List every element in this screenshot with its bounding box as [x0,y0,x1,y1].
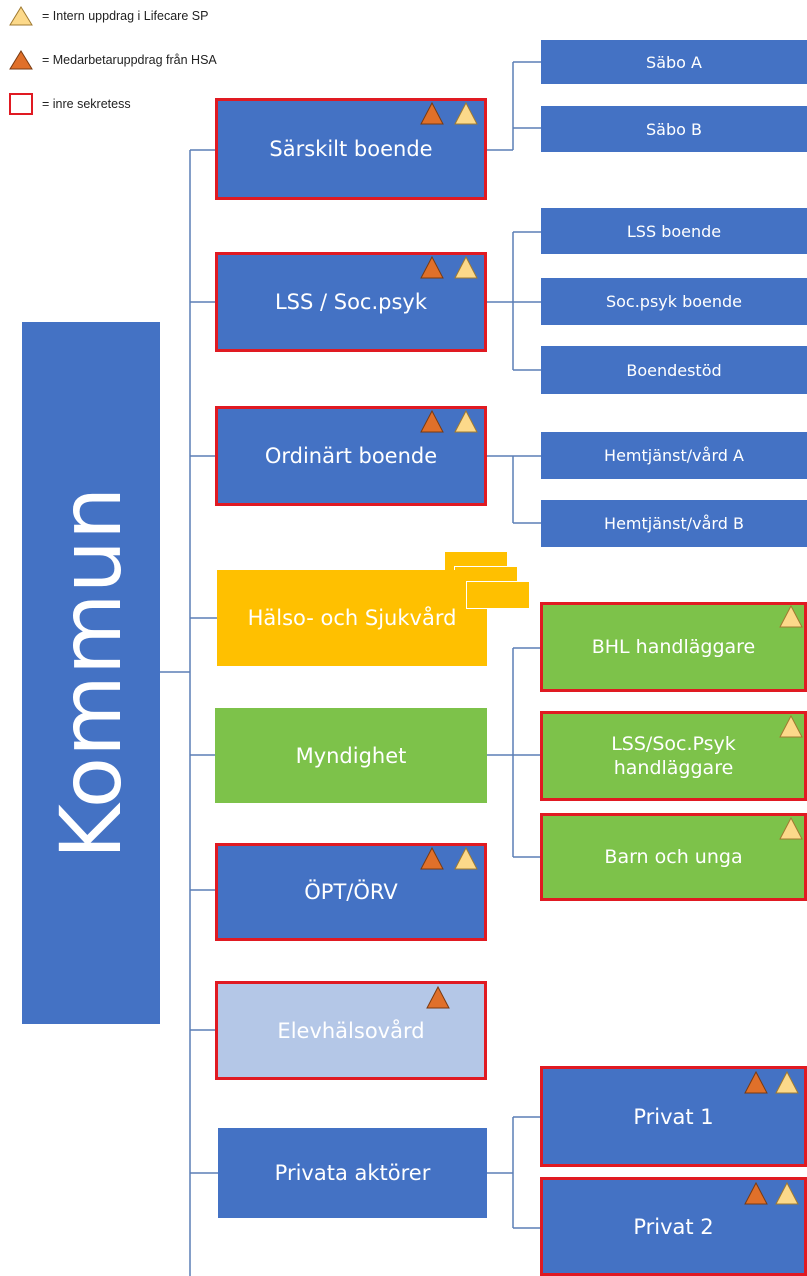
bhl-handlaggare-label: BHL handläggare [591,636,756,658]
sabo-a-label: Säbo A [646,52,702,72]
elevhalsovard-label: Elevhälsovård [277,1018,425,1043]
document-stack-icon-front [466,581,530,609]
medarbetar-triangle-icon [426,985,450,1009]
lss-hand-triangles [779,714,803,738]
privat-1-label: Privat 1 [633,1104,714,1129]
privat-2-box: Privat 2 [540,1177,807,1276]
medarbetar-triangle-icon [744,1070,768,1094]
intern-triangle-icon [775,1181,799,1205]
privat1-triangles [744,1070,799,1094]
barn-och-unga-box: Barn och unga [540,813,807,901]
hemtjanst-a-label: Hemtjänst/vård A [604,446,744,465]
socpsyk-boende-box: Soc.psyk boende [541,278,807,325]
lss-socpsyk-label: LSS / Soc.psyk [274,290,428,314]
bhl-triangles [779,604,803,628]
halso-sjukvard-label: Hälso- och Sjukvård [247,606,457,630]
sabo-b-label: Säbo B [646,119,702,139]
medarbetar-triangle-icon [420,101,444,125]
kommun-root: Kommun [22,322,160,1024]
kommun-label: Kommun [42,486,140,860]
privata-aktorer-label: Privata aktörer [274,1161,431,1185]
lss-handlaggare-label-line1: LSS/Soc.Psyk [611,733,736,755]
medarbetar-triangle-icon [420,846,444,870]
socpsyk-boende-label: Soc.psyk boende [605,292,743,311]
barn-och-unga-label: Barn och unga [604,846,743,868]
privata-aktorer-box: Privata aktörer [218,1128,487,1218]
medarbetar-triangle-icon [744,1181,768,1205]
hemtjanst-b-label: Hemtjänst/vård B [604,514,744,533]
legend-sekretess: = inre sekretess [8,92,131,116]
ordinart-boende-label: Ordinärt boende [264,444,438,468]
lss-handlaggare-box: LSS/Soc.Psyk handläggare [540,711,807,801]
myndighet-box: Myndighet [215,708,487,803]
barn-triangles [779,816,803,840]
boendestod-box: Boendestöd [541,346,807,394]
legend-medarbetar-label: = Medarbetaruppdrag från HSA [42,53,217,67]
privat-1-box: Privat 1 [540,1066,807,1167]
myndighet-label: Myndighet [295,743,407,768]
intern-triangle-icon [779,816,803,840]
intern-triangle-icon [454,409,478,433]
lss-triangles [420,255,478,279]
intern-triangle-icon [9,6,33,26]
legend-intern-label: = Intern uppdrag i Lifecare SP [42,9,209,23]
sarskilt-boende-box: Särskilt boende [215,98,487,200]
ordinart-triangles [420,409,478,433]
elevhalsa-triangles [426,985,450,1009]
lss-boende-box: LSS boende [541,208,807,254]
medarbetar-triangle-icon [420,255,444,279]
sabo-b-box: Säbo B [541,106,807,152]
intern-triangle-icon [779,714,803,738]
legend-medarbetar: = Medarbetaruppdrag från HSA [8,48,217,72]
bhl-handlaggare-box: BHL handläggare [540,602,807,692]
sabo-a-box: Säbo A [541,40,807,84]
legend-intern: = Intern uppdrag i Lifecare SP [8,4,208,28]
sarskilt-boende-label: Särskilt boende [269,137,433,161]
lss-handlaggare-label-line2: handläggare [613,757,734,779]
sarskilt-triangles [420,101,478,125]
ordinart-boende-box: Ordinärt boende [215,406,487,506]
boendestod-label: Boendestöd [626,360,722,380]
intern-triangle-icon [454,846,478,870]
opt-orv-label: ÖPT/ÖRV [304,880,398,904]
halso-sjukvard-box: Hälso- och Sjukvård [217,570,487,666]
privat2-triangles [744,1181,799,1205]
opt-orv-box: ÖPT/ÖRV [215,843,487,941]
sekretess-square-icon [9,93,33,115]
intern-triangle-icon [779,604,803,628]
intern-triangle-icon [775,1070,799,1094]
intern-triangle-icon [454,101,478,125]
medarbetar-triangle-icon [420,409,444,433]
hemtjanst-b-box: Hemtjänst/vård B [541,500,807,547]
lss-socpsyk-box: LSS / Soc.psyk [215,252,487,352]
lss-boende-label: LSS boende [626,221,722,241]
intern-triangle-icon [454,255,478,279]
privat-2-label: Privat 2 [633,1214,714,1239]
opt-triangles [420,846,478,870]
legend-sekretess-label: = inre sekretess [42,97,131,111]
medarbetar-triangle-icon [9,50,33,70]
hemtjanst-a-box: Hemtjänst/vård A [541,432,807,479]
